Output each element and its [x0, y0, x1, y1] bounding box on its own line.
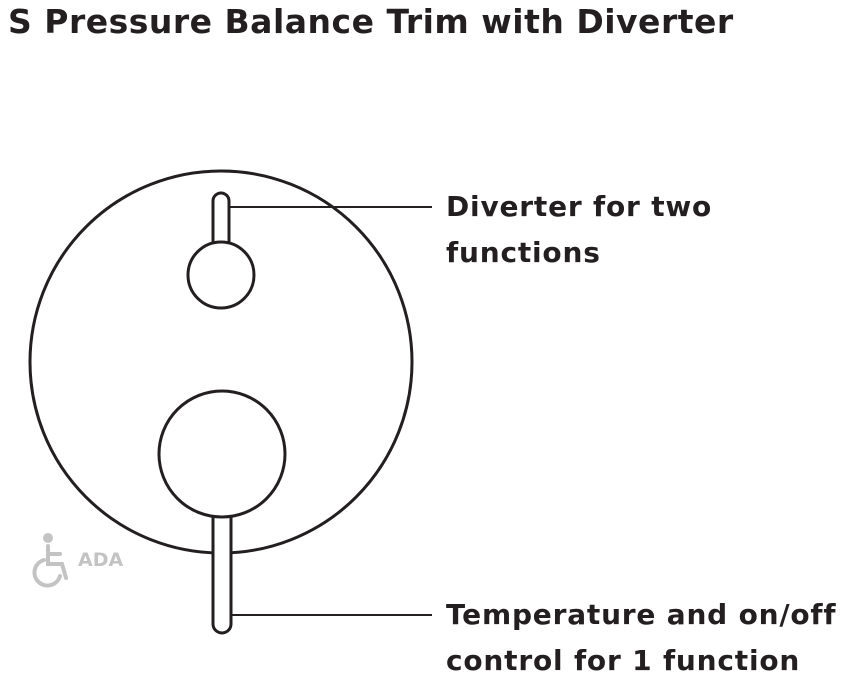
ada-label: ADA — [78, 549, 124, 571]
temperature-callout-line2: control for 1 function — [446, 644, 801, 677]
diverter-callout: Diverter for two functions — [446, 184, 712, 276]
page-title: S Pressure Balance Trim with Diverter — [8, 2, 734, 41]
temperature-callout: Temperature and on/off control for 1 fun… — [446, 592, 836, 684]
diverter-knob — [186, 240, 256, 310]
temperature-lever — [211, 501, 233, 635]
diverter-callout-line2: functions — [446, 236, 601, 269]
temperature-knob — [157, 389, 287, 519]
wheelchair-icon — [32, 533, 68, 588]
temperature-callout-line1: Temperature and on/off — [446, 598, 837, 631]
ada-badge: ADA — [32, 532, 132, 588]
diverter-callout-line1: Diverter for two — [446, 190, 713, 223]
